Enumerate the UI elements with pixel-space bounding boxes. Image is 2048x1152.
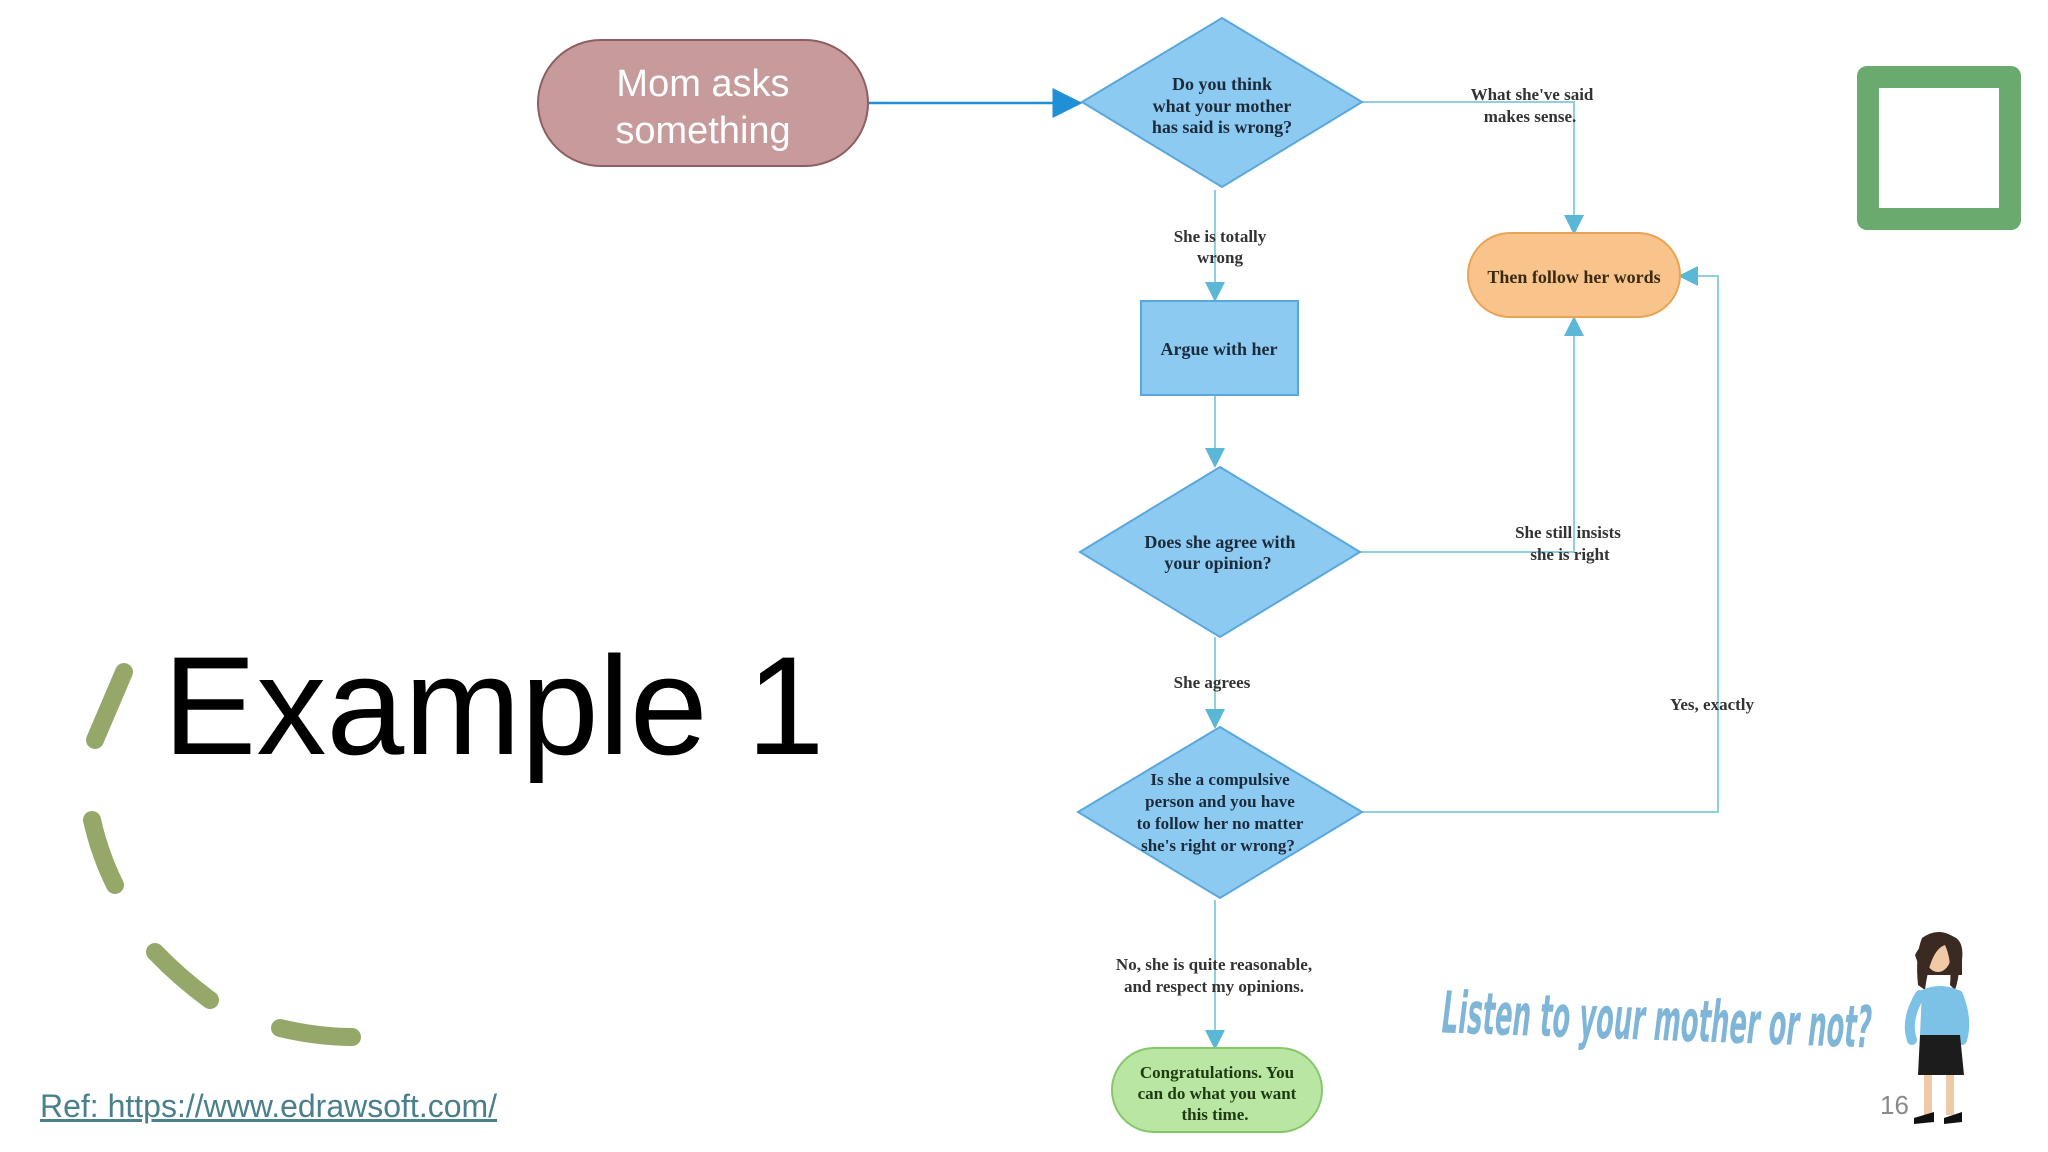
decision2-node: Does she agree with your opinion?	[1078, 465, 1362, 639]
argue-label: Argue with her	[1161, 339, 1278, 359]
follow-label: Then follow her words	[1487, 267, 1660, 287]
decision3-line2: person and you have	[1145, 792, 1295, 811]
decorative-arc	[83, 663, 361, 1046]
end-line2: can do what you want	[1138, 1084, 1297, 1103]
decision1-line1: Do you think	[1172, 74, 1272, 94]
connectors	[866, 88, 1719, 1050]
decorative-square-icon	[1857, 66, 2021, 230]
reference-link[interactable]: Ref: https://www.edrawsoft.com/	[40, 1088, 498, 1124]
follow-node: Then follow her words	[1467, 232, 1681, 318]
decision3-line3: to follow her no matter	[1137, 814, 1304, 833]
slide-title: Example 1	[163, 627, 825, 784]
decision2-line2: your opinion?	[1164, 553, 1271, 573]
decision3-node: Is she a compulsive person and you have …	[1076, 725, 1364, 900]
decision3-line4: she's right or wrong?	[1141, 836, 1295, 855]
label-she-agrees: She agrees	[1174, 673, 1251, 692]
start-node: Mom asks something	[537, 39, 869, 167]
page-number: 16	[1880, 1090, 1909, 1120]
end-line1: Congratulations. You	[1140, 1063, 1294, 1082]
end-line3: this time.	[1181, 1105, 1248, 1124]
label-totally-wrong-line2: wrong	[1197, 248, 1243, 267]
label-makes-sense-line1: What she've said	[1471, 85, 1594, 104]
label-reasonable-line1: No, she is quite reasonable,	[1116, 955, 1312, 974]
label-makes-sense-line2: makes sense.	[1484, 107, 1577, 126]
label-still-insists-line1: She still insists	[1515, 523, 1621, 542]
end-node: Congratulations. You can do what you wan…	[1111, 1047, 1323, 1133]
decision1-line2: what your mother	[1153, 96, 1292, 116]
label-yes-exactly: Yes, exactly	[1670, 695, 1755, 714]
start-label-line1: Mom asks	[616, 63, 789, 105]
woman-figure-illustration	[1904, 931, 1970, 1124]
connector-decision1-follow	[1357, 101, 1584, 235]
decision1-line3: has said is wrong?	[1152, 117, 1292, 137]
connector-decision3-follow	[1357, 266, 1719, 813]
label-still-insists-line2: she is right	[1530, 545, 1610, 564]
argue-node: Argue with her	[1140, 300, 1299, 396]
start-label-line2: something	[615, 110, 790, 152]
decision1-node: Do you think what your mother has said i…	[1080, 16, 1364, 189]
label-reasonable-line2: and respect my opinions.	[1124, 977, 1304, 996]
connector-decision2-follow	[1357, 316, 1584, 553]
decision2-line1: Does she agree with	[1144, 532, 1295, 552]
label-totally-wrong-line1: She is totally	[1174, 227, 1267, 246]
caption-listen-to-mother: Listen to your mother or not?	[1441, 979, 1873, 1062]
decision3-line1: Is she a compulsive	[1150, 770, 1290, 789]
